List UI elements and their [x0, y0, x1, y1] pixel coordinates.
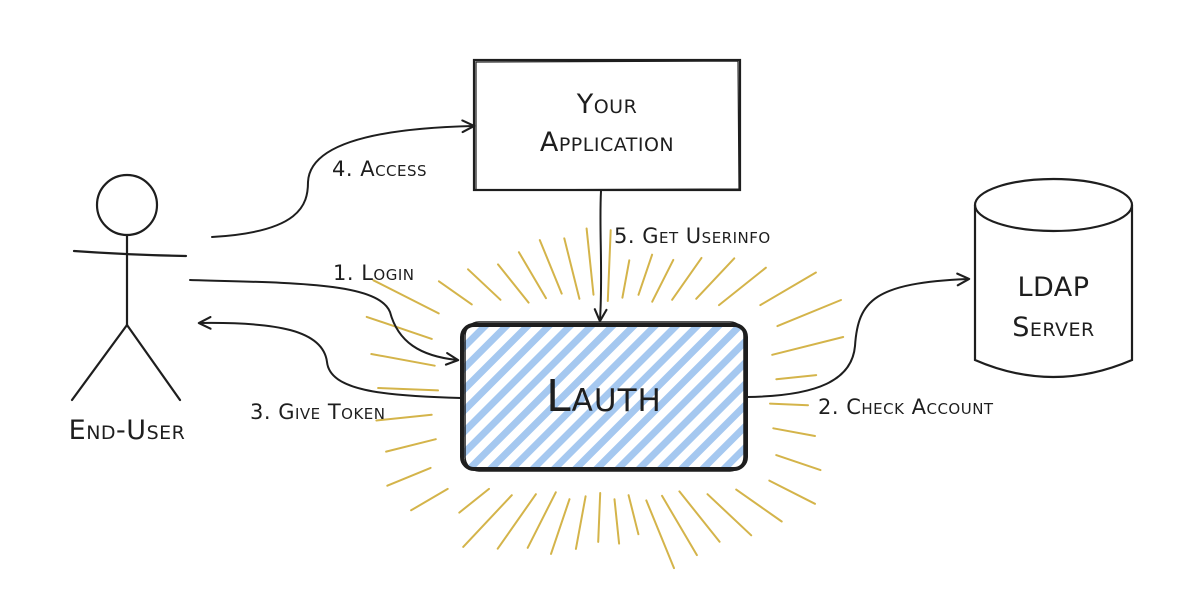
glow-ray: [768, 479, 816, 505]
glow-ray: [671, 256, 703, 301]
ldap-cylinder[interactable]: [973, 177, 1134, 378]
glow-ray: [772, 427, 816, 437]
glow-ray: [437, 280, 473, 306]
edge-check-account: [746, 272, 971, 398]
glow-ray: [585, 227, 595, 296]
glow-ray: [538, 239, 563, 295]
application-box[interactable]: [472, 58, 742, 192]
glow-ray: [637, 253, 654, 296]
glow-ray: [661, 494, 698, 557]
user-stick-figure: [70, 173, 188, 402]
glow-ray: [458, 487, 490, 514]
glow-ray: [735, 488, 783, 523]
label-check-account: 2. Check Account: [818, 395, 994, 419]
glow-ray: [771, 336, 845, 356]
glow-ray: [775, 454, 822, 472]
glow-ray: [410, 487, 449, 512]
glow-ray: [645, 499, 675, 570]
glow-ray: [497, 263, 530, 304]
glow-ray: [372, 279, 440, 315]
label-give-token: 3. Give Token: [250, 400, 386, 424]
lauth-glow-rays: [365, 227, 845, 570]
glow-ray: [385, 438, 437, 453]
edge-give-token: [197, 315, 462, 399]
glow-ray: [678, 490, 721, 543]
glow-ray: [550, 498, 571, 555]
ldap-line1: LDAP: [1017, 272, 1090, 303]
glow-ray: [375, 413, 433, 422]
glow-ray: [526, 491, 557, 549]
user-label: End-User: [68, 415, 186, 446]
glow-ray: [462, 494, 513, 548]
glow-ray: [496, 493, 537, 550]
ldap-label: LDAP Server: [975, 268, 1132, 348]
glow-ray: [613, 498, 621, 545]
application-label: Your Application: [474, 86, 740, 162]
edge-get-userinfo: [593, 190, 608, 323]
edge-login: [189, 279, 460, 366]
glow-ray: [597, 492, 602, 543]
application-line1: Your: [576, 89, 638, 120]
glow-ray: [769, 402, 809, 407]
glow-ray: [377, 387, 439, 392]
glow-ray: [467, 268, 502, 301]
lauth-label: Lauth: [546, 371, 662, 422]
edge-access: [211, 119, 476, 238]
glow-ray: [365, 315, 433, 340]
glow-ray: [386, 466, 432, 487]
lauth-box[interactable]: [460, 321, 748, 472]
application-line2: Application: [539, 127, 675, 158]
glow-ray: [517, 251, 547, 300]
glow-ray: [606, 229, 612, 302]
glow-ray: [759, 271, 817, 307]
glow-ray: [775, 374, 818, 381]
glow-ray: [574, 495, 587, 550]
glow-ray: [627, 494, 640, 536]
glow-ray: [370, 353, 436, 367]
glow-ray: [718, 266, 767, 307]
glow-ray: [621, 259, 631, 299]
label-access: 4. Access: [332, 157, 428, 181]
label-login: 1. Login: [333, 261, 415, 285]
glow-ray: [695, 257, 736, 300]
ldap-line2: Server: [1012, 312, 1095, 343]
glow-ray: [651, 258, 675, 303]
glow-ray: [563, 237, 581, 300]
glow-ray: [706, 493, 753, 537]
edges: [189, 119, 971, 399]
label-get-userinfo: 5. Get Userinfo: [614, 224, 771, 248]
glow-ray: [776, 299, 842, 328]
